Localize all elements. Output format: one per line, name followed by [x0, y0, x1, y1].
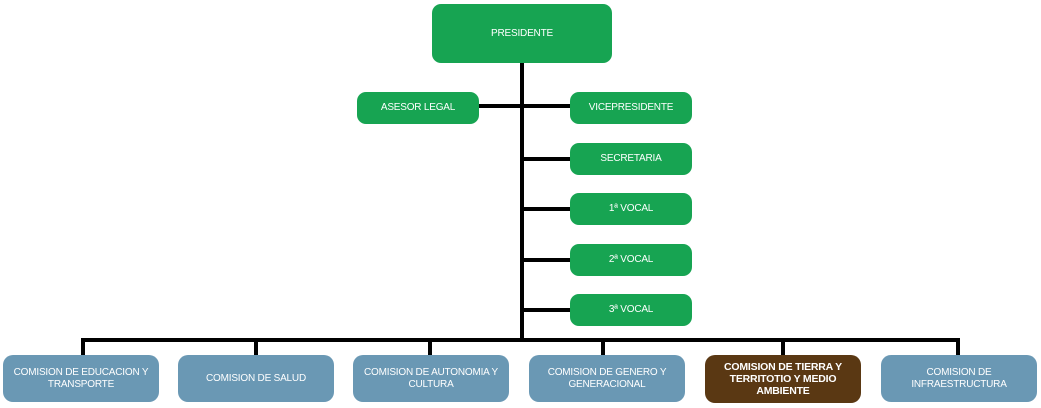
node-comision-educacion-transporte: COMISION DE EDUCACION Y TRANSPORTE: [3, 355, 159, 402]
node-comision-autonomia-cultura: COMISION DE AUTONOMIA Y CULTURA: [353, 355, 509, 402]
node-label: SECRETARIA: [600, 153, 662, 164]
commission-drop-3: [428, 338, 432, 356]
node-label: ASESOR LEGAL: [380, 102, 456, 113]
commission-drop-5: [781, 338, 785, 356]
node-label: VICEPRESIDENTE: [588, 102, 674, 113]
node-vocal-1: 1ª VOCAL: [570, 193, 692, 225]
node-comision-salud: COMISION DE SALUD: [178, 355, 334, 402]
advisor-connector: [478, 104, 570, 108]
node-vicepresidente: VICEPRESIDENTE: [570, 92, 692, 124]
commissions-bus-line: [81, 338, 960, 342]
node-presidente: PRESIDENTE: [432, 4, 612, 63]
node-secretaria: SECRETARIA: [570, 143, 692, 175]
node-label: COMISION DE INFRAESTRUCTURA: [911, 366, 1007, 390]
node-vocal-3: 3ª VOCAL: [570, 294, 692, 326]
node-label: 3ª VOCAL: [608, 304, 654, 315]
commission-drop-1: [81, 338, 85, 356]
vocal3-connector: [522, 308, 570, 312]
node-label: 2ª VOCAL: [608, 254, 654, 265]
commission-drop-6: [956, 338, 960, 356]
vocal1-connector: [522, 207, 570, 211]
node-asesor-legal: ASESOR LEGAL: [357, 92, 479, 124]
node-label: COMISION DE GENERO Y GENERACIONAL: [547, 366, 667, 390]
commission-drop-2: [254, 338, 258, 356]
node-label: COMISION DE EDUCACION Y TRANSPORTE: [13, 366, 149, 390]
node-label: COMISION DE TIERRA Y TERRITOTIO Y MEDIO …: [724, 361, 842, 397]
secretaria-connector: [522, 157, 570, 161]
node-comision-genero-generacional: COMISION DE GENERO Y GENERACIONAL: [529, 355, 685, 402]
main-trunk-line: [520, 62, 524, 342]
commission-drop-4: [601, 338, 605, 356]
vocal2-connector: [522, 258, 570, 262]
node-label: COMISION DE SALUD: [206, 372, 306, 384]
node-comision-infraestructura: COMISION DE INFRAESTRUCTURA: [881, 355, 1037, 402]
node-comision-tierra-territorio: COMISION DE TIERRA Y TERRITOTIO Y MEDIO …: [705, 355, 861, 403]
node-label: PRESIDENTE: [491, 27, 553, 39]
node-label: COMISION DE AUTONOMIA Y CULTURA: [364, 366, 498, 390]
node-vocal-2: 2ª VOCAL: [570, 244, 692, 276]
node-label: 1ª VOCAL: [608, 203, 654, 214]
